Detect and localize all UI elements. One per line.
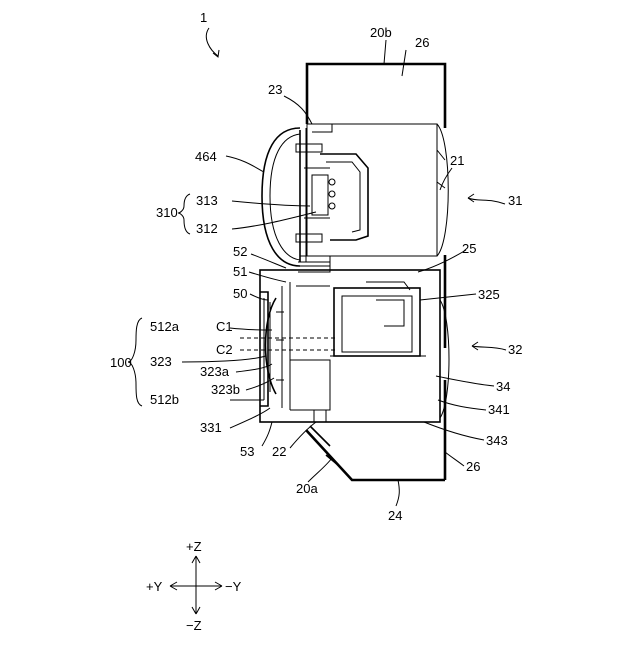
coordinate-axes: +Z −Z +Y −Y	[146, 539, 242, 633]
label-312: 312	[196, 221, 218, 236]
axis-label-minus-y: −Y	[225, 579, 242, 594]
label-51: 51	[233, 264, 247, 279]
label-34: 34	[496, 379, 510, 394]
label-26-bottom: 26	[466, 459, 480, 474]
label-25: 25	[462, 241, 476, 256]
label-313: 313	[196, 193, 218, 208]
label-100: 100	[110, 355, 132, 370]
label-512a: 512a	[150, 319, 180, 334]
figure-number: 1	[200, 10, 207, 25]
label-20b: 20b	[370, 25, 392, 40]
label-21: 21	[450, 153, 464, 168]
label-24: 24	[388, 508, 402, 523]
label-331: 331	[200, 420, 222, 435]
label-31: 31	[508, 193, 522, 208]
axis-label-minus-z: −Z	[186, 618, 202, 633]
label-22: 22	[272, 444, 286, 459]
cover-464	[262, 124, 332, 266]
label-323a: 323a	[200, 364, 230, 379]
lower-module-32	[260, 262, 449, 422]
upper-module-31	[307, 124, 448, 256]
label-23: 23	[268, 82, 282, 97]
label-20a: 20a	[296, 481, 318, 496]
label-32: 32	[508, 342, 522, 357]
leader-lines	[182, 40, 506, 506]
figure-number-arrow	[206, 28, 218, 56]
axis-label-plus-z: +Z	[186, 539, 202, 554]
label-512b: 512b	[150, 392, 179, 407]
label-26-top: 26	[415, 35, 429, 50]
label-50: 50	[233, 286, 247, 301]
label-343: 343	[486, 433, 508, 448]
label-310: 310	[156, 205, 178, 220]
label-53: 53	[240, 444, 254, 459]
figure-number-arrowhead	[213, 50, 219, 57]
label-323b: 323b	[211, 382, 240, 397]
label-325: 325	[478, 287, 500, 302]
label-52: 52	[233, 244, 247, 259]
label-323: 323	[150, 354, 172, 369]
axis-label-plus-y: +Y	[146, 579, 163, 594]
label-341: 341	[488, 402, 510, 417]
bracket-310	[178, 194, 190, 234]
label-c1: C1	[216, 319, 233, 334]
label-c2: C2	[216, 342, 233, 357]
label-464: 464	[195, 149, 217, 164]
